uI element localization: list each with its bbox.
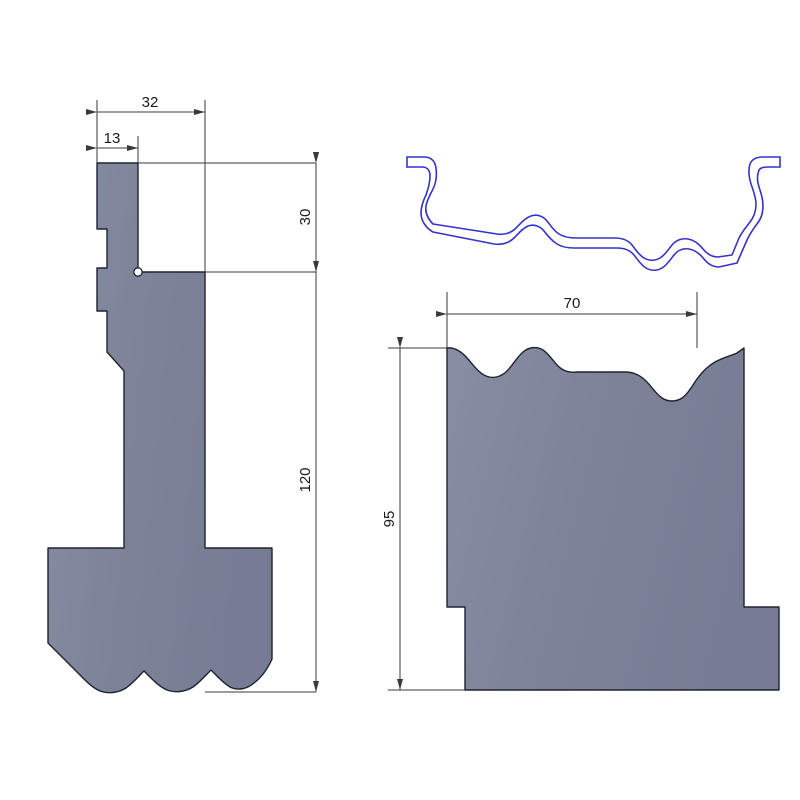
sheet-profile-inner-line <box>406 166 781 272</box>
dim-70-label: 70 <box>564 295 581 312</box>
die-body <box>446 346 780 691</box>
dim-120-label: 120 <box>297 467 314 492</box>
dimension-30: 30 <box>297 152 319 272</box>
die-section-view: 70 95 <box>381 292 780 691</box>
dimension-32: 32 <box>86 94 205 115</box>
dimension-95: 95 <box>381 337 403 690</box>
dimension-120: 120 <box>297 152 319 692</box>
dim-32-label: 32 <box>142 94 159 111</box>
vertex-point-marker <box>133 267 143 277</box>
dim-13-label: 13 <box>104 130 121 147</box>
sheet-profile-outer-line <box>406 156 781 262</box>
dim-30-label: 30 <box>297 209 314 226</box>
sheet-profile-view <box>406 156 781 272</box>
dimension-13: 13 <box>86 130 138 151</box>
dim-95-label: 95 <box>381 511 398 528</box>
dimension-70: 70 <box>436 295 697 317</box>
punch-section-view: 32 13 30 120 <box>47 94 319 694</box>
punch-body <box>47 162 273 694</box>
